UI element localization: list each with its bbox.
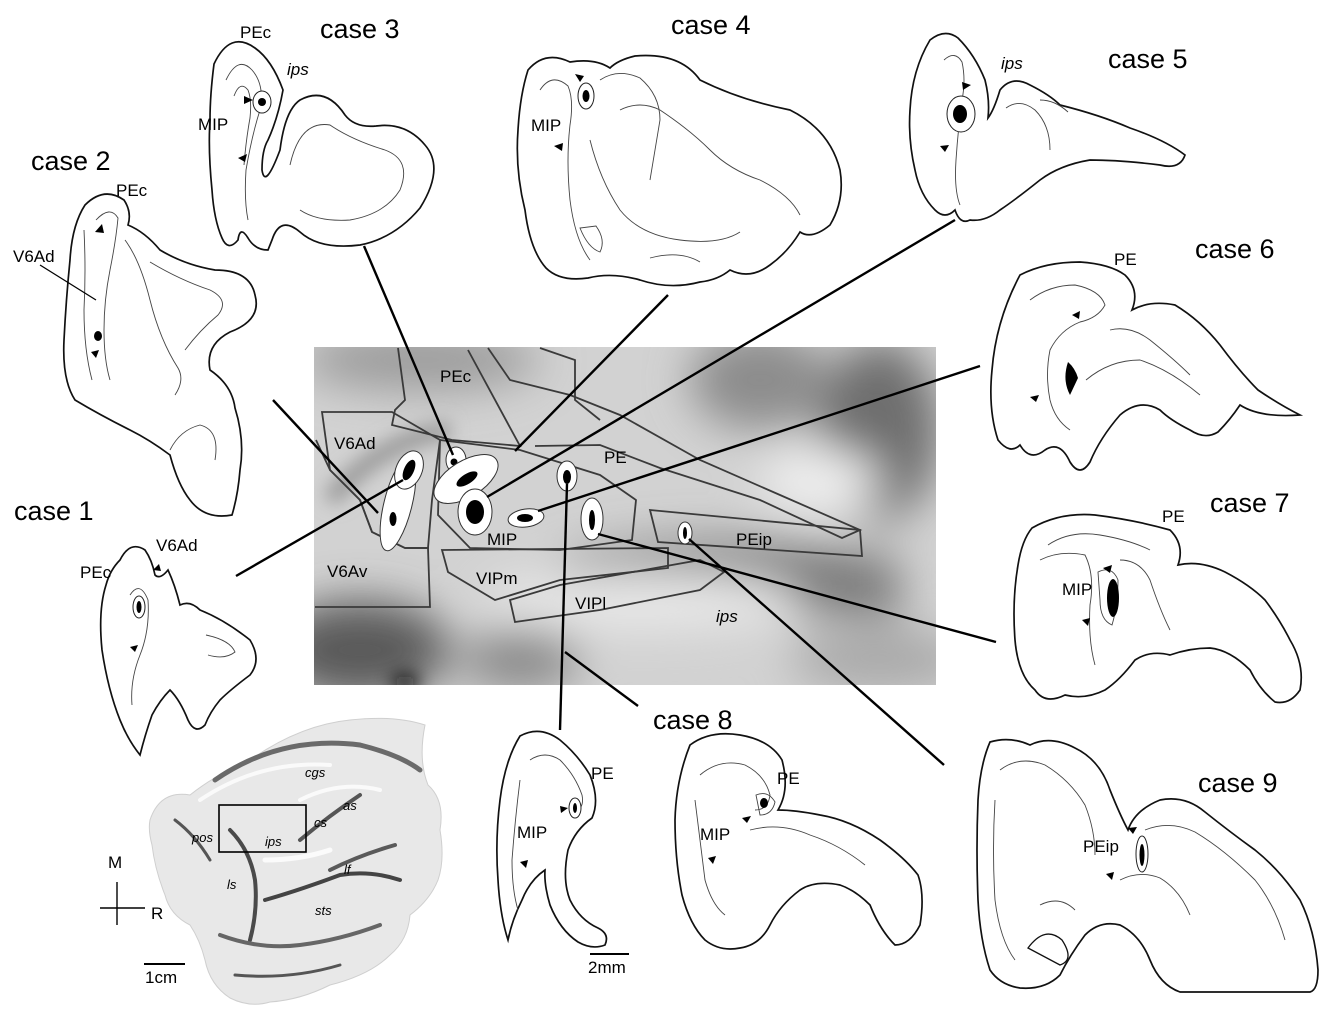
case9-label-peip: PEip	[1083, 837, 1119, 856]
case7-title: case 7	[1210, 488, 1290, 518]
flat-label-peip: PEip	[736, 530, 772, 549]
case6-title: case 6	[1195, 234, 1275, 264]
case8-left-label-pe: PE	[591, 764, 614, 783]
case1-label-pec: PEc	[80, 563, 112, 582]
section-case3: case 3 PEc ips MIP	[198, 14, 434, 250]
flat-label-mip: MIP	[487, 530, 517, 549]
orientation-cross: M R	[100, 853, 163, 925]
case2-label-v6ad: V6Ad	[13, 247, 55, 266]
section-case8: PE MIP PE MIP case 8 2mm	[497, 705, 922, 977]
case2-title: case 2	[31, 146, 111, 176]
case7-label-pe: PE	[1162, 507, 1185, 526]
case2-label-pec: PEc	[116, 181, 148, 200]
case5-label-ips: ips	[1001, 54, 1023, 73]
section-case9: case 9 PEip	[977, 740, 1318, 992]
case1-label-v6ad: V6Ad	[156, 536, 198, 555]
flat-label-ips: ips	[716, 607, 738, 626]
case3-label-mip: MIP	[198, 115, 228, 134]
flat-label-pec: PEc	[440, 367, 472, 386]
case8-title: case 8	[653, 705, 733, 735]
case5-title: case 5	[1108, 44, 1188, 74]
section-case6: case 6 PE	[991, 234, 1300, 470]
sulcus-ips: ips	[265, 834, 282, 849]
case8-right-label-pe: PE	[777, 769, 800, 788]
case3-label-pec: PEc	[240, 23, 272, 42]
flatmap-panel: PEc V6Ad V6Av PE MIP PEip VIPm VIPl ips	[270, 330, 970, 700]
case8-left-label-mip: MIP	[517, 823, 547, 842]
scale-bar-flatmap: 1cm	[145, 968, 177, 987]
section-case1: case 1 PEc V6Ad	[14, 496, 256, 755]
case4-label-mip: MIP	[531, 116, 561, 135]
scale-bar-sections: 2mm	[588, 958, 626, 977]
flat-label-v6av: V6Av	[327, 562, 368, 581]
brain-flatmap: cgs as cs pos ips lf ls sts M R 1cm	[100, 718, 442, 1004]
orientation-medial: M	[108, 853, 122, 872]
sulcus-cs: cs	[314, 815, 328, 830]
sulcus-pos: pos	[191, 830, 213, 845]
case4-title: case 4	[671, 10, 751, 40]
case1-title: case 1	[14, 496, 94, 526]
section-case5: case 5 ips	[910, 33, 1188, 221]
case8-right-label-mip: MIP	[700, 825, 730, 844]
case6-label-pe: PE	[1114, 250, 1137, 269]
flat-label-vipl: VIPl	[575, 594, 606, 613]
flat-label-pe: PE	[604, 448, 627, 467]
orientation-rostral: R	[151, 904, 163, 923]
case3-title: case 3	[320, 14, 400, 44]
section-case7: case 7 PE MIP	[1014, 488, 1301, 703]
sulcus-as: as	[343, 798, 357, 813]
case3-label-ips: ips	[287, 60, 309, 79]
section-case4: case 4 MIP	[517, 10, 841, 286]
sulcus-sts: sts	[315, 903, 332, 918]
sulcus-ls: ls	[227, 877, 237, 892]
case7-label-mip: MIP	[1062, 580, 1092, 599]
case9-title: case 9	[1198, 768, 1278, 798]
flat-label-v6ad: V6Ad	[334, 434, 376, 453]
flat-label-vipm: VIPm	[476, 569, 518, 588]
sulcus-cgs: cgs	[305, 765, 326, 780]
